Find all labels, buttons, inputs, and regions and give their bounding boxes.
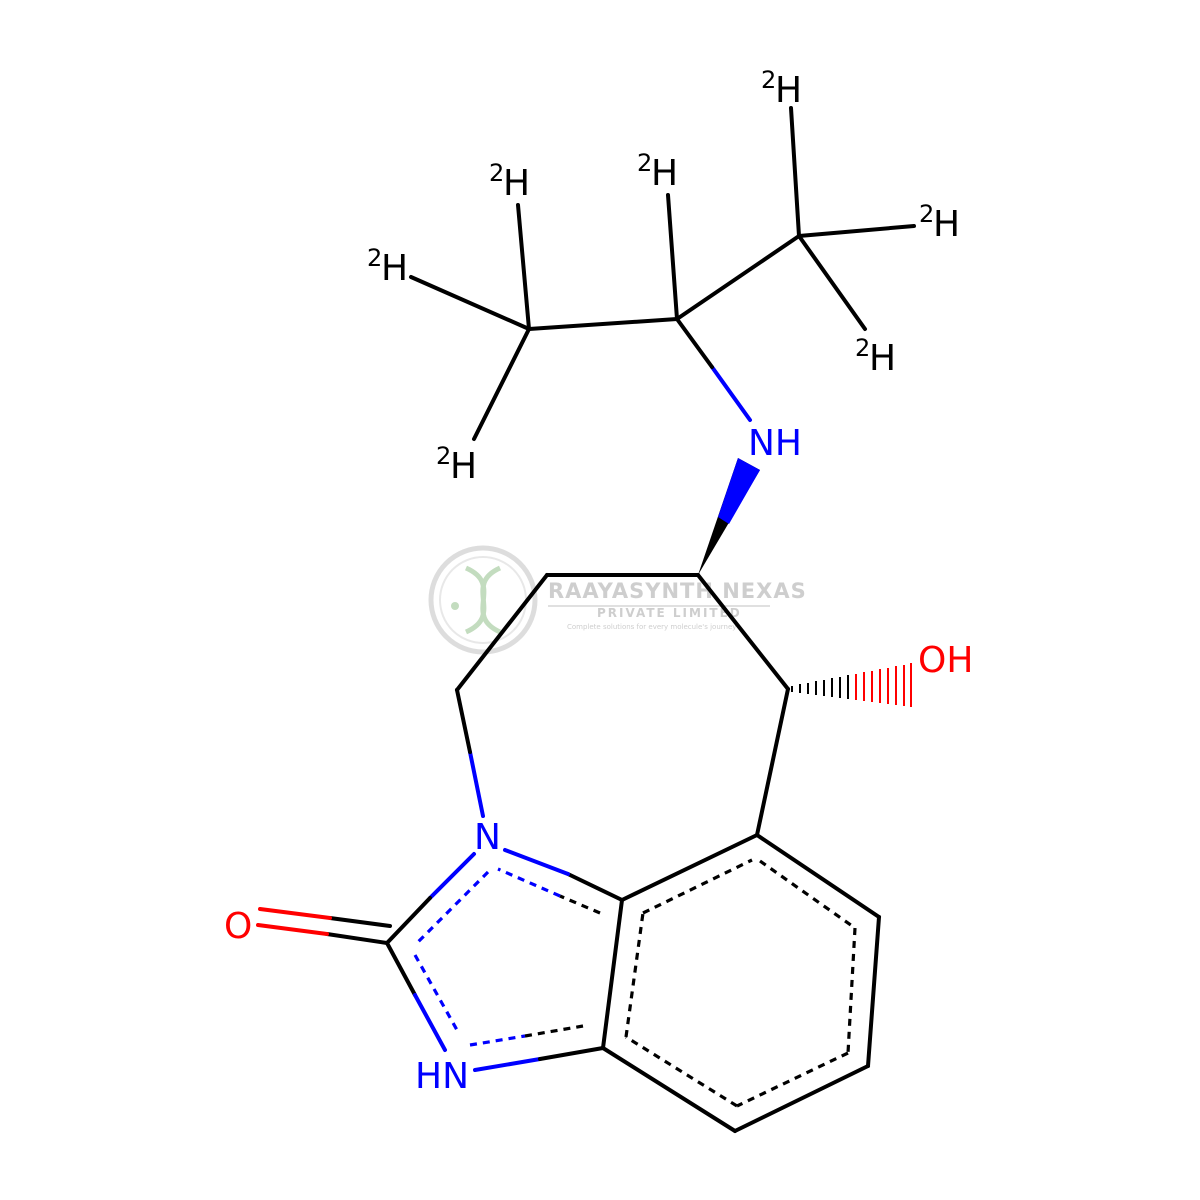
atom-n-ring: N <box>474 817 501 858</box>
imidazolone-ring <box>256 848 624 1072</box>
isotope-mass: 2 <box>761 66 776 94</box>
isotope-mass: 2 <box>855 334 870 362</box>
atom-o-carbonyl: O <box>224 906 252 947</box>
watermark-subtitle: PRIVATE LIMITED <box>597 606 742 620</box>
isopropyl-chain <box>409 106 916 441</box>
isotope-mass: 2 <box>919 200 934 228</box>
watermark-tagline: Complete solutions for every molecule's … <box>567 623 736 631</box>
watermark-company: RAAYASYNTH NEXAS <box>548 579 807 603</box>
deuterium-label: H <box>651 153 678 194</box>
azepine-ring <box>455 573 790 837</box>
deuterium-label: H <box>775 70 802 111</box>
watermark-dot-icon <box>451 602 459 610</box>
deuterium-d2: 2 H <box>637 149 678 194</box>
deuterium-d1: 2 H <box>761 66 802 111</box>
watermark-helix-icon <box>464 565 502 635</box>
deuterium-label: H <box>381 248 408 289</box>
isotope-mass: 2 <box>367 244 382 272</box>
atom-nh-amine: NH <box>748 423 802 464</box>
deuterium-d3: 2 H <box>489 159 530 204</box>
deuterium-d4: 2 H <box>919 200 960 245</box>
deuterium-label: H <box>869 338 896 379</box>
watermark-logo-ring <box>428 545 538 655</box>
deuterium-label: H <box>933 204 960 245</box>
deuterium-label: H <box>450 446 477 487</box>
deuterium-label: H <box>503 163 530 204</box>
atom-nh-ring: HN <box>415 1056 469 1097</box>
isotope-mass: 2 <box>436 442 451 470</box>
deuterium-d5: 2 H <box>367 244 408 289</box>
benzene-ring <box>601 833 881 1133</box>
deuterium-d6: 2 H <box>855 334 896 379</box>
wedge-bond-blue <box>718 458 760 524</box>
isotope-mass: 2 <box>489 159 504 187</box>
hashed-bond <box>791 663 912 707</box>
watermark: RAAYASYNTH NEXAS PRIVATE LIMITED Complet… <box>428 545 807 655</box>
deuterium-d7: 2 H <box>436 442 477 487</box>
atom-oh: OH <box>918 640 973 681</box>
isotope-mass: 2 <box>637 149 652 177</box>
